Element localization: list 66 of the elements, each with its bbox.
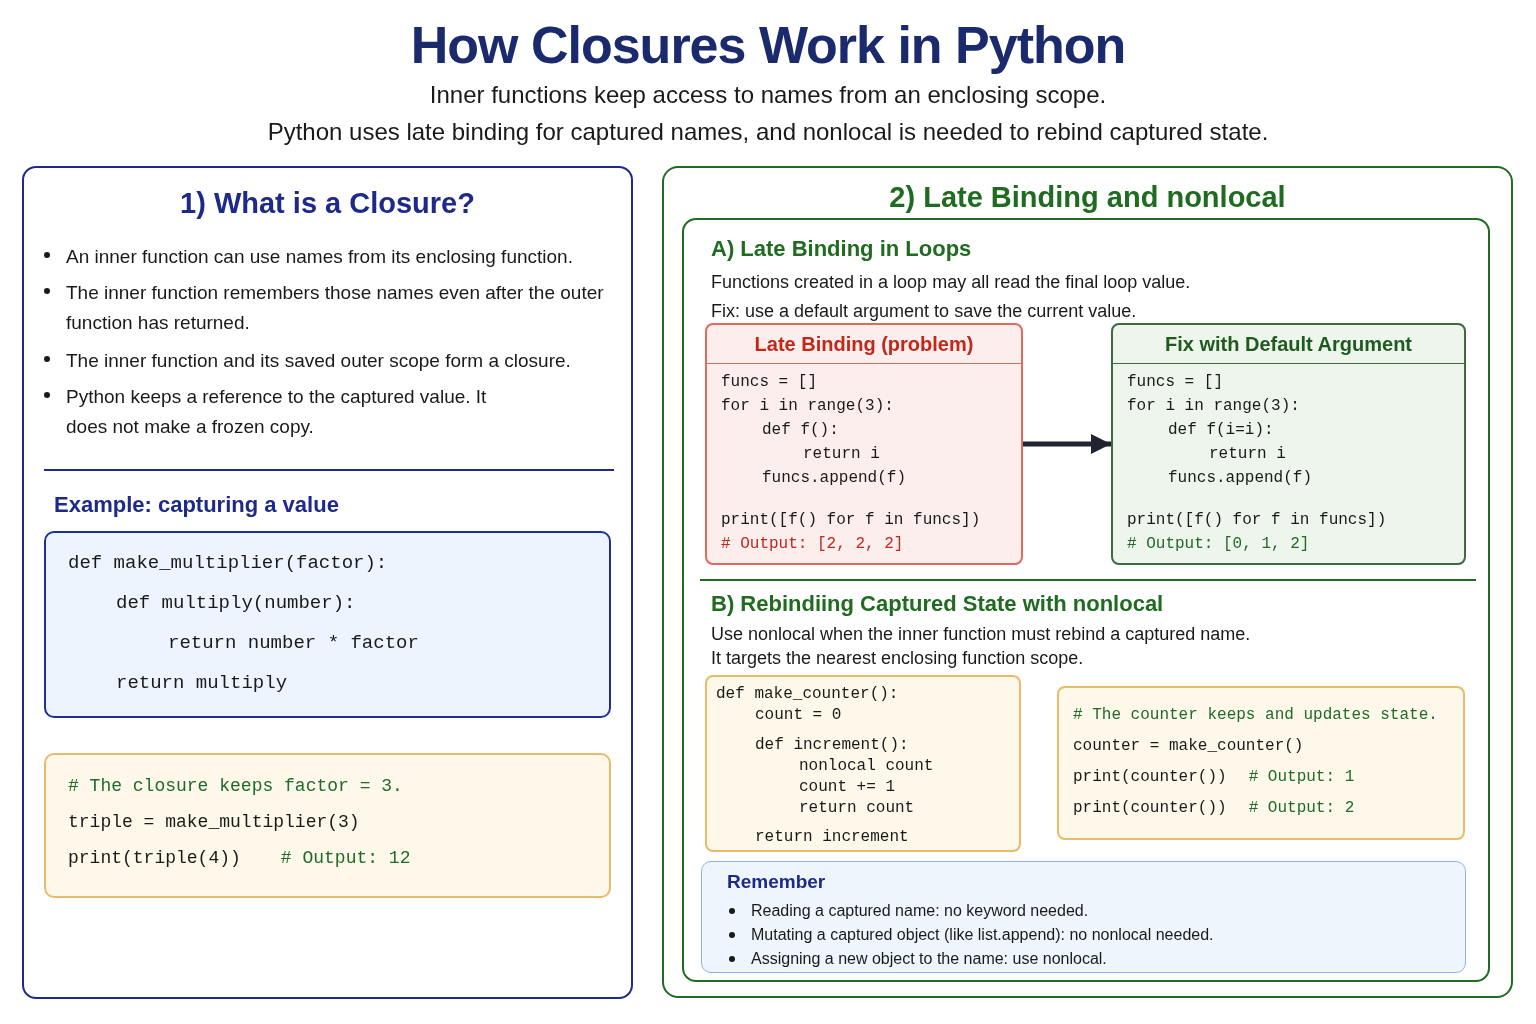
code-line: triple = make_multiplier(3) <box>68 811 361 834</box>
code-box <box>1057 686 1465 840</box>
code-box <box>705 323 1023 565</box>
code-line: def f(i=i): <box>1168 420 1275 441</box>
body-text: It targets the nearest enclosing function scope. <box>711 647 1084 670</box>
code-line: print(triple(4)) <box>68 847 241 870</box>
code-box <box>44 531 611 718</box>
code-line: count += 1 <box>799 777 896 798</box>
code-line: counter = make_counter() <box>1073 736 1305 757</box>
code-line: def make_multiplier(factor): <box>68 551 389 576</box>
subsection-heading: A) Late Binding in Loops <box>711 235 973 263</box>
code-line: funcs = [] <box>1127 372 1224 393</box>
code-line: for i in range(3): <box>1127 396 1301 417</box>
body-text: Fix: use a default argument to save the current value. <box>711 300 1138 323</box>
code-comment: # Output: 2 <box>1248 798 1355 819</box>
body-text: Functions created in a loop may all read the final loop value. <box>711 271 1192 294</box>
code-line: nonlocal count <box>799 756 935 777</box>
code-line: return i <box>1209 444 1287 465</box>
section-heading: 1) What is a Closure? <box>179 186 476 221</box>
body-text: Use nonlocal when the inner function must rebind a captured name. <box>711 623 1251 646</box>
note-box <box>701 861 1466 973</box>
code-comment: # The counter keeps and updates state. <box>1073 705 1439 726</box>
code-line: funcs.append(f) <box>762 468 908 489</box>
box-title: Late Binding (problem) <box>753 332 975 357</box>
code-line: print(counter()) <box>1073 798 1227 819</box>
page-title: How Closures Work in Python <box>410 15 1126 76</box>
note-heading: Remember <box>727 870 827 894</box>
code-line: funcs.append(f) <box>1168 468 1314 489</box>
box-title: Fix with Default Argument <box>1163 332 1413 357</box>
code-line: return multiply <box>116 671 289 696</box>
code-line: funcs = [] <box>721 372 818 393</box>
code-line: print(counter()) <box>1073 767 1227 788</box>
code-line: return count <box>799 798 916 819</box>
bullet-text: Python keeps a reference to the captured value. It does not make a frozen copy. <box>66 384 488 439</box>
code-line: print([f() for f in funcs]) <box>1127 510 1388 531</box>
subtitle-text: Inner functions keep access to names from an enclosing scope. <box>429 80 1107 110</box>
bullet-text: Assigning a new object to the name: use nonlocal. <box>751 948 1107 969</box>
subsection-heading: B) Rebindiing Captured State with nonlocal <box>711 590 1164 618</box>
bullet-text: The inner function remembers those names even after the outer function has returned. <box>66 280 605 335</box>
code-comment: # Output: [0, 1, 2] <box>1127 534 1311 555</box>
bullet-text: An inner function can use names from its enclosing function. <box>66 244 573 269</box>
code-comment: # The closure keeps factor = 3. <box>68 775 404 798</box>
bullet-text: Mutating a captured object (like list.append): no nonlocal needed. <box>751 924 1214 945</box>
subsection-heading: Example: capturing a value <box>54 491 339 519</box>
code-line: def increment(): <box>755 735 910 756</box>
code-comment: # Output: [2, 2, 2] <box>721 534 905 555</box>
code-line: print([f() for f in funcs]) <box>721 510 982 531</box>
code-box <box>1111 323 1466 565</box>
code-line: def make_counter(): <box>716 684 900 705</box>
code-line: return number * factor <box>168 631 420 656</box>
code-line: def f(): <box>762 420 840 441</box>
code-box <box>705 675 1021 852</box>
bullet-text: The inner function and its saved outer scope form a closure. <box>66 348 571 373</box>
code-line: return i <box>803 444 881 465</box>
subtitle-text: Python uses late binding for captured names, and nonlocal is needed to rebind captured state. <box>267 117 1269 147</box>
code-comment: # Output: 12 <box>280 847 411 870</box>
code-comment: # Output: 1 <box>1248 767 1355 788</box>
panel <box>22 166 633 999</box>
code-line: for i in range(3): <box>721 396 895 417</box>
arrow <box>1023 434 1111 454</box>
bullet-text: Reading a captured name: no keyword needed. <box>751 900 1089 921</box>
code-line: count = 0 <box>755 705 843 726</box>
code-line: return increment <box>755 827 910 848</box>
code-line: def multiply(number): <box>116 591 357 616</box>
section-heading: 2) Late Binding and nonlocal <box>888 180 1287 215</box>
code-box <box>44 753 611 898</box>
